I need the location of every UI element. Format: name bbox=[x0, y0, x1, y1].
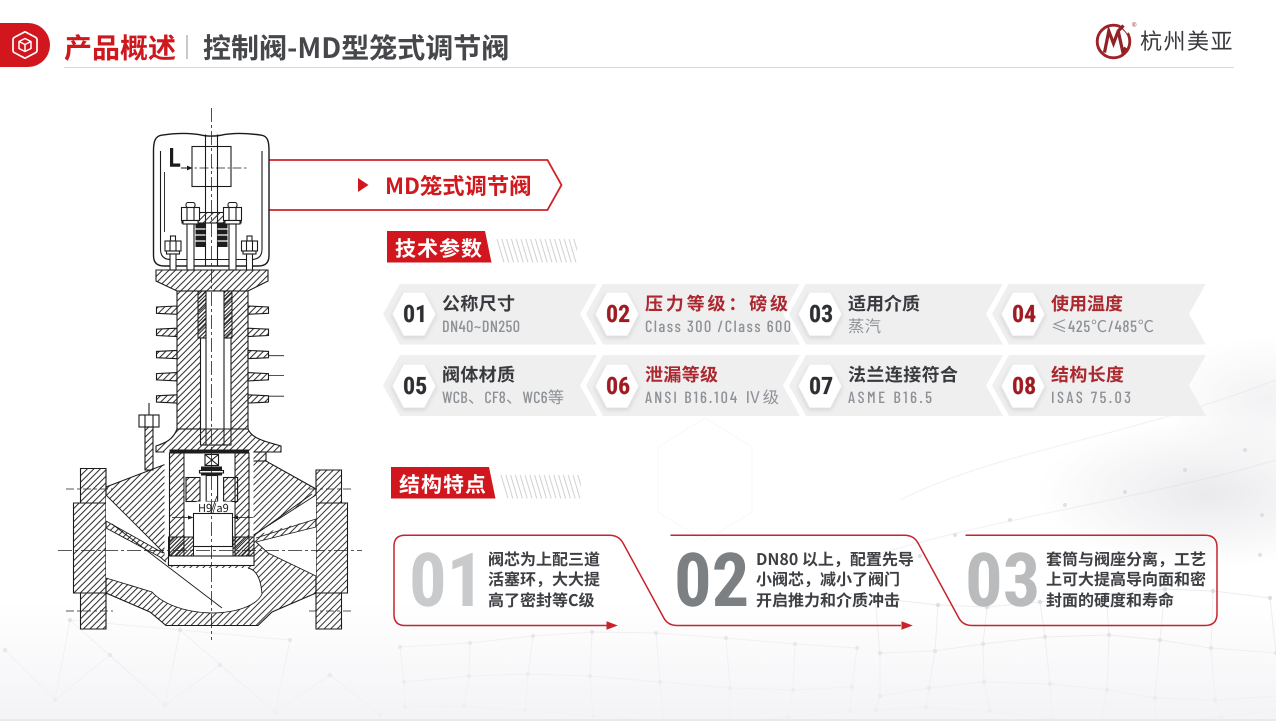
svg-text:®: ® bbox=[1132, 22, 1137, 29]
